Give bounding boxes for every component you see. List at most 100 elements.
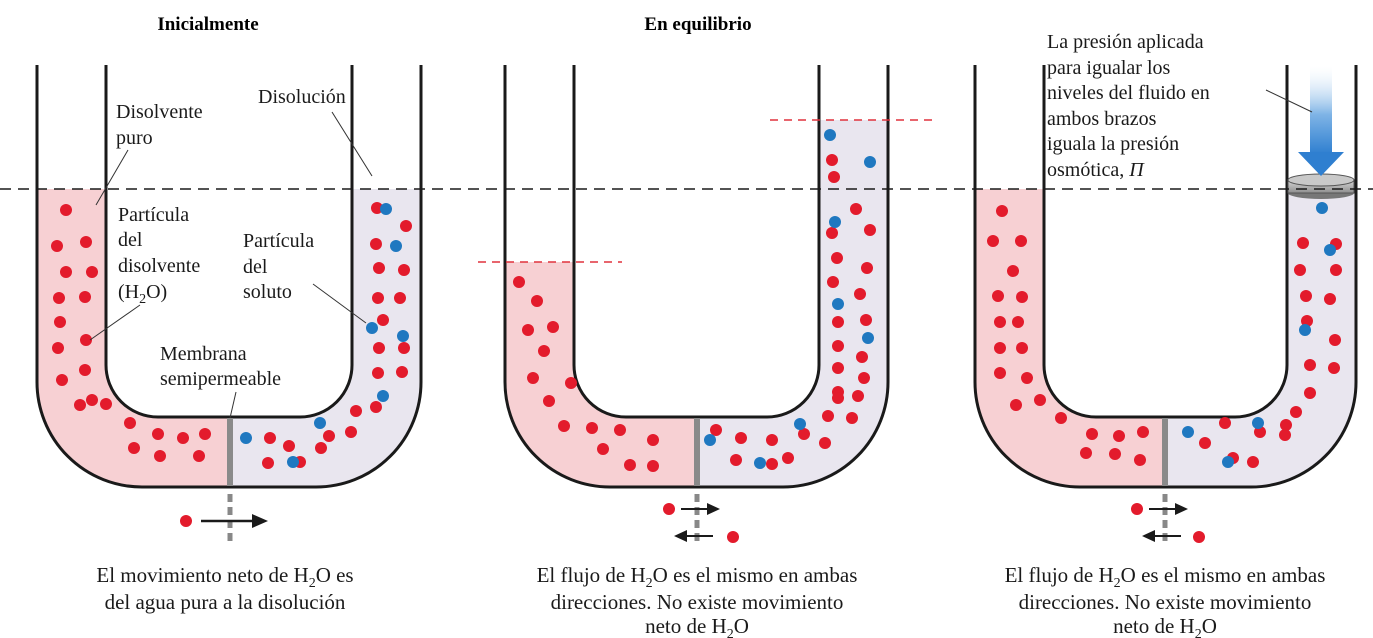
solvent-particle <box>373 342 385 354</box>
solvent-particle <box>856 351 868 363</box>
membrane-3 <box>1162 418 1168 486</box>
solvent-particle <box>100 398 112 410</box>
solvent-particle <box>828 171 840 183</box>
solvent-particle <box>827 276 839 288</box>
leader-solvent <box>96 150 128 205</box>
solvent-particle <box>996 205 1008 217</box>
solvent-particle <box>124 417 136 429</box>
solvent-particle <box>1304 387 1316 399</box>
solvent-particle <box>1134 454 1146 466</box>
solvent-particle <box>730 454 742 466</box>
solvent-particle <box>558 420 570 432</box>
solute-particle <box>377 390 389 402</box>
label-solute-particle-2: del <box>243 256 268 278</box>
solute-particle <box>1324 244 1336 256</box>
solvent-particle <box>152 428 164 440</box>
solvent-particle <box>1330 264 1342 276</box>
solvent-particle <box>193 450 205 462</box>
solvent-particle <box>826 154 838 166</box>
label-solvent-2: puro <box>116 127 153 149</box>
solvent-particle <box>1297 237 1309 249</box>
solvent-particle <box>624 459 636 471</box>
solvent-particle <box>850 203 862 215</box>
solvent-particle <box>377 314 389 326</box>
label-pressure-line1: La presión aplicada <box>1047 31 1204 53</box>
caption-2-line2: direcciones. No existe movimiento <box>551 590 844 614</box>
solvent-particle <box>547 321 559 333</box>
solvent-particle <box>1280 419 1292 431</box>
solvent-particle <box>992 290 1004 302</box>
solvent-particle <box>826 227 838 239</box>
solvent-particle <box>86 266 98 278</box>
solvent-particle <box>345 426 357 438</box>
solvent-particle <box>832 340 844 352</box>
solvent-particle <box>647 460 659 472</box>
solvent-particle <box>1034 394 1046 406</box>
panel-equilibrium: En equilibrio El flujo de H2O es el mism… <box>478 14 932 638</box>
caption-3-line3: neto de H2O <box>1113 614 1217 638</box>
leader-membrane <box>230 392 236 418</box>
tube-inner-wall-2 <box>574 65 819 417</box>
solvent-particle <box>1086 428 1098 440</box>
solvent-particle <box>994 342 1006 354</box>
solute-particle <box>824 129 836 141</box>
solute-particle <box>829 216 841 228</box>
solvent-particle <box>832 316 844 328</box>
solvent-particle <box>614 424 626 436</box>
solvent-particle <box>1080 447 1092 459</box>
solute-particle <box>864 156 876 168</box>
solvent-particle <box>1007 265 1019 277</box>
solvent-particle <box>1109 448 1121 460</box>
solvent-particle <box>1199 437 1211 449</box>
solvent-particle <box>858 372 870 384</box>
solvent-particle <box>315 442 327 454</box>
label-pressure-line5: iguala la presión <box>1047 133 1179 155</box>
pressure-arrow-icon <box>1298 66 1344 176</box>
label-membrane-2: semipermeable <box>160 368 281 390</box>
solvent-particle <box>283 440 295 452</box>
caption-1-line1: El movimiento neto de H2O es <box>96 563 353 591</box>
solvent-particle <box>1304 359 1316 371</box>
label-membrane: Membrana <box>160 343 247 365</box>
label-solvent-particle: Partícula <box>118 204 189 226</box>
solvent-particle <box>177 432 189 444</box>
piston <box>1288 174 1354 199</box>
solvent-particle <box>1328 362 1340 374</box>
solvent-particle <box>832 392 844 404</box>
solvent-particle <box>864 224 876 236</box>
solvent-particle <box>370 401 382 413</box>
solute-particle <box>314 417 326 429</box>
solvent-particle <box>522 324 534 336</box>
solvent-particle <box>831 252 843 264</box>
solvent-particle <box>396 366 408 378</box>
solvent-particle <box>1015 235 1027 247</box>
leader-pressure <box>1266 90 1312 112</box>
solvent-particle <box>86 394 98 406</box>
solute-particle <box>794 418 806 430</box>
solvent-particle <box>735 432 747 444</box>
solute-particle <box>832 298 844 310</box>
label-solvent-particle-4: (H2O) <box>118 281 167 307</box>
solvent-particle <box>1290 406 1302 418</box>
solute-particle <box>380 203 392 215</box>
solvent-particle <box>52 342 64 354</box>
solvent-particle <box>543 395 555 407</box>
solvent-particle <box>372 292 384 304</box>
solvent-particle <box>822 410 834 422</box>
solvent-particle <box>987 235 999 247</box>
solute-particle <box>704 434 716 446</box>
panel-title-initial: Inicialmente <box>157 14 258 35</box>
solvent-particle <box>832 362 844 374</box>
solute-particle <box>862 332 874 344</box>
panel-title-equilibrium: En equilibrio <box>644 14 751 35</box>
solvent-particle <box>852 390 864 402</box>
solvent-particle <box>1021 372 1033 384</box>
panel-initial: Inicialmente Disolvente puro Disolución … <box>37 14 421 614</box>
solvent-particle <box>372 367 384 379</box>
solvent-particle <box>128 442 140 454</box>
solvent-particle <box>398 342 410 354</box>
solvent-particle <box>994 316 1006 328</box>
solvent-particle <box>565 377 577 389</box>
solvent-particle <box>60 204 72 216</box>
solvent-particle <box>1300 290 1312 302</box>
